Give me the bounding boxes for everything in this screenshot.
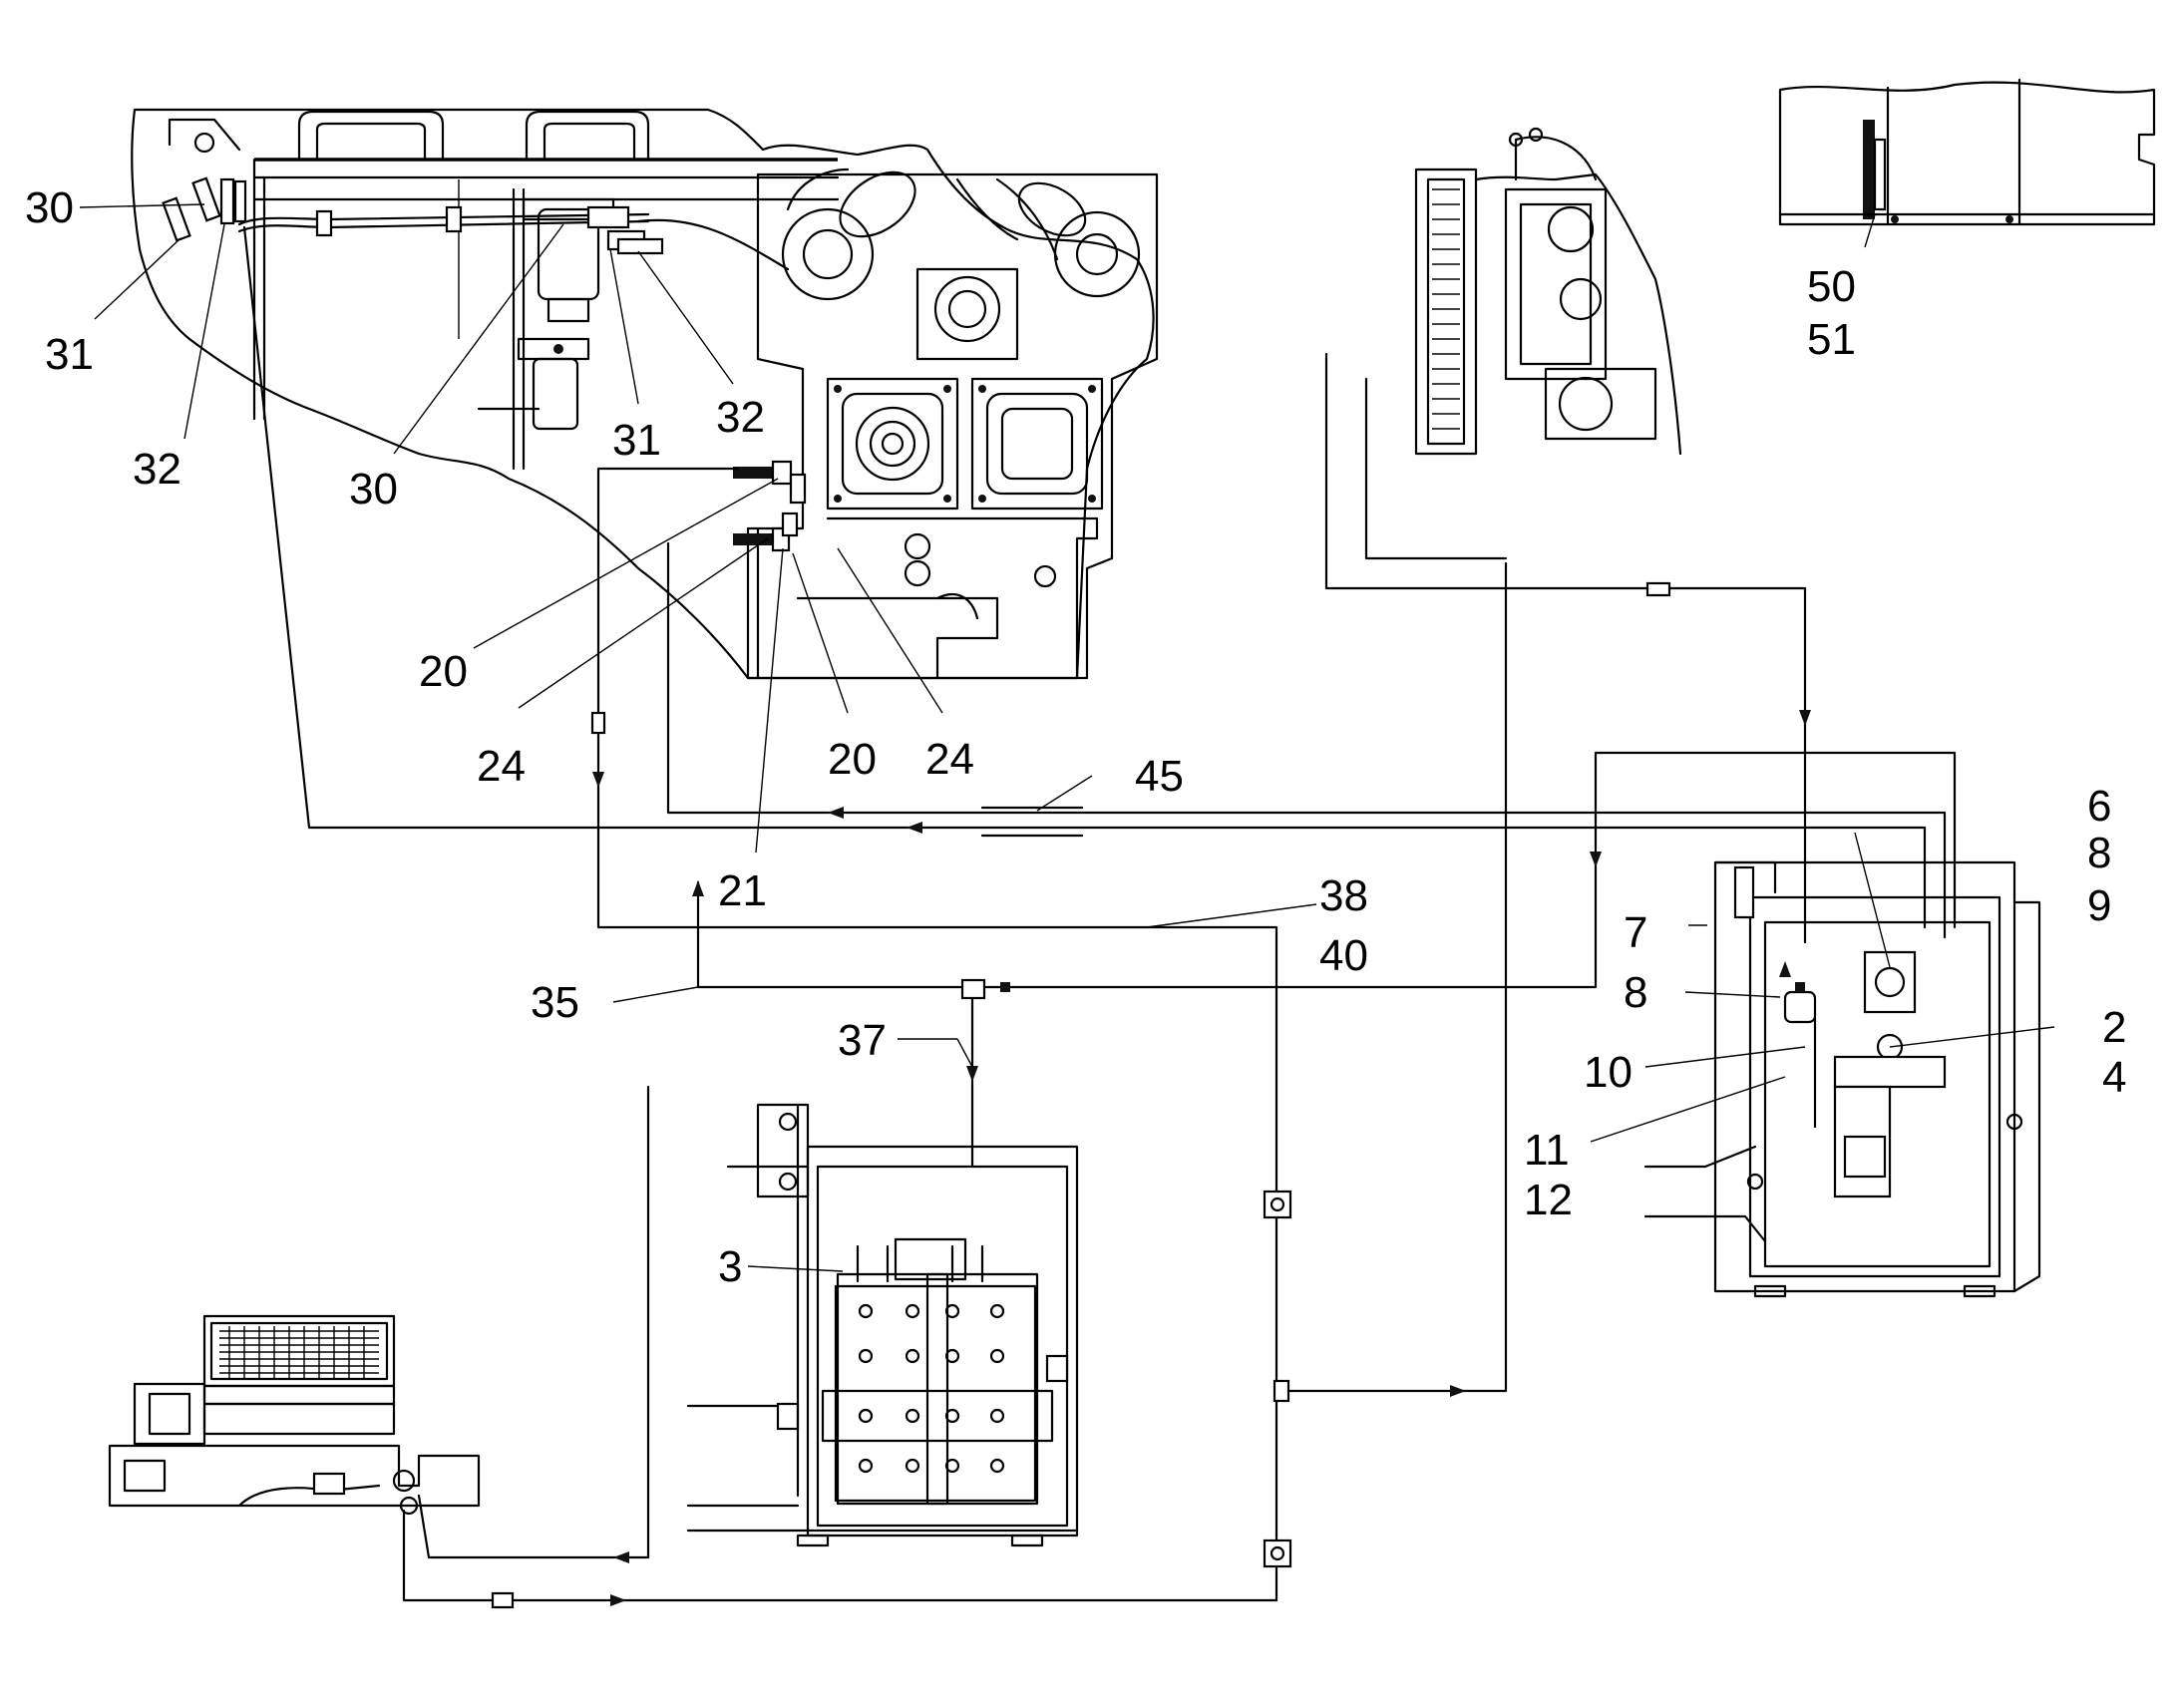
flow-arrows — [592, 710, 1811, 1606]
callout-8-top: 8 — [2087, 829, 2111, 877]
callout-9: 9 — [2087, 881, 2111, 930]
leader-lines — [79, 203, 2055, 1272]
callout-30-filter: 30 — [349, 465, 398, 513]
callout-11: 11 — [1524, 1126, 1570, 1175]
callout-38: 38 — [1319, 871, 1368, 920]
callout-6: 6 — [2087, 782, 2111, 831]
tank-center — [686, 1103, 1079, 1547]
engine-fittings — [733, 460, 807, 552]
callout-32-tank: 32 — [133, 445, 182, 494]
callout-30-tank: 30 — [25, 183, 74, 232]
tank-fittings — [162, 176, 790, 271]
callouts: 30 31 32 30 31 32 20 24 20 24 21 45 35 3… — [25, 183, 2126, 1291]
callout-40: 40 — [1319, 931, 1368, 980]
callout-51: 51 — [1807, 315, 1856, 364]
callout-31-filter: 31 — [612, 416, 661, 465]
callout-24-supply: 24 — [477, 742, 526, 791]
callout-35: 35 — [531, 978, 579, 1027]
callout-12: 12 — [1524, 1176, 1573, 1224]
callout-45: 45 — [1135, 752, 1184, 801]
fuel-filter-assembly — [477, 197, 615, 431]
callout-37: 37 — [838, 1016, 887, 1065]
callout-10: 10 — [1584, 1048, 1633, 1097]
piping — [242, 225, 1957, 1609]
callout-31-tank: 31 — [45, 330, 94, 379]
callout-32-filter: 32 — [716, 393, 765, 442]
callout-4: 4 — [2102, 1053, 2126, 1102]
callout-50: 50 — [1807, 262, 1856, 311]
callout-24-return: 24 — [925, 735, 974, 784]
callout-3: 3 — [718, 1242, 742, 1291]
callout-20-supply: 20 — [419, 647, 468, 696]
heater-unit — [108, 1314, 481, 1516]
callout-20-return: 20 — [828, 735, 877, 784]
callout-21: 21 — [718, 866, 767, 915]
tank-top-right — [1778, 78, 2156, 226]
callout-8-filter: 8 — [1624, 968, 1647, 1017]
engine-assembly — [131, 108, 1159, 680]
callout-2: 2 — [2102, 1003, 2126, 1052]
cooler-assembly — [1414, 127, 1682, 456]
callout-7: 7 — [1624, 908, 1647, 957]
tank-right — [1643, 860, 2041, 1298]
